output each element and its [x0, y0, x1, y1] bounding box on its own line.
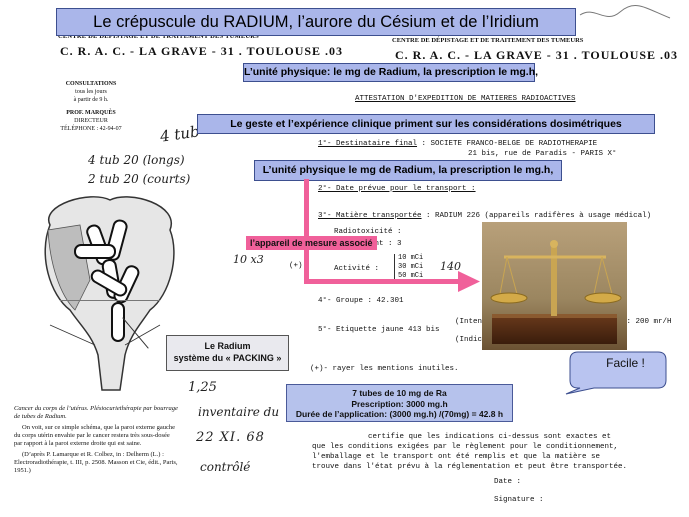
consultations-block: CONSULTATIONS tous les jours à partir de… — [60, 80, 122, 133]
caption-title: Cancer du corps de l’utérus. Plésiocurie… — [14, 405, 178, 420]
hw-date: 22 XI. 68 — [196, 430, 265, 445]
hw-2tub: 2 tub 20 (courts) — [88, 172, 191, 186]
note-packing-line-1: Le Radium — [204, 341, 251, 351]
consult-title: CONSULTATIONS — [65, 81, 117, 87]
balance-scale-photo — [482, 222, 627, 350]
banner-unite-physique-2: L’unité physique le mg de Radium, la pre… — [254, 160, 562, 181]
date-transport: 2°- Date prévue pour le transport : — [318, 185, 476, 193]
note-dose-calculation: 7 tubes de 10 mg de Ra Prescription: 300… — [286, 384, 513, 422]
consult-line-2: à partir de 9 h. — [73, 97, 109, 103]
rayer-mentions: (+)- rayer les mentions inutiles. — [310, 365, 459, 373]
hw-10x3: 10 x3 — [233, 253, 264, 266]
matiere-label: 3°- Matière transportée — [318, 212, 422, 220]
radium-tube — [74, 244, 116, 259]
callout-bubble-shape — [565, 351, 667, 395]
groupe: 4°- Groupe : 42.301 — [318, 297, 404, 305]
plus-mark: (+) — [289, 262, 303, 270]
pink-arrow-horizontal — [304, 279, 462, 284]
label-appareil-mesure: l’appareil de mesure associé — [246, 236, 377, 250]
scale-pan-right — [584, 292, 622, 304]
left-doc-header: CENTRE DE DÉPISTAGE ET DE TRAITEMENT DES… — [58, 33, 259, 40]
scale-pan-left — [490, 292, 528, 304]
activite-label: Activité : — [334, 265, 380, 273]
etiquette: 5°- Etiquette jaune 413 bis — [318, 326, 440, 334]
matiere-row: 3°- Matière transportée : RADIUM 226 (ap… — [318, 212, 651, 220]
scan-divider — [60, 300, 160, 301]
caption-body: On voit, sur ce simple schéma, que la pa… — [14, 424, 176, 447]
hw-controle: contrôlé — [200, 460, 251, 474]
intensite: (Inten — [455, 318, 483, 326]
note-dose-line-2: Prescription: 3000 mg.h — [351, 398, 448, 409]
act-50: 50 mCi — [398, 272, 424, 280]
hw-4tub: 4 tub 20 (longs) — [88, 153, 185, 167]
indice: (Indic — [455, 336, 483, 344]
banner-geste-clinique: Le geste et l’expérience clinique primen… — [197, 114, 655, 134]
diagram-caption: Cancer du corps de l’utérus. Plésiocurie… — [14, 405, 179, 475]
note-packing: Le Radium système du « PACKING » — [166, 335, 289, 371]
scale-base — [492, 314, 617, 344]
certifie-1: certifie que les indications ci-dessus s… — [368, 433, 612, 441]
act-10: 10 mCi — [398, 254, 424, 262]
destinataire-row: 1°- Destinataire final : SOCIETE FRANCO-… — [318, 140, 597, 148]
radiotoxicite: Radiotoxicité : — [334, 228, 402, 236]
activite-values: 10 mCi 30 mCi 50 mCi — [394, 254, 423, 281]
radium-tube — [111, 302, 125, 342]
radium-tubes — [74, 219, 140, 342]
right-doc-crac: C. R. A. C. - LA GRAVE - 31 . TOULOUSE .… — [395, 48, 679, 62]
top-right-scribble — [579, 5, 671, 19]
dest-label: 1°- Destinataire final — [318, 140, 418, 148]
radium-tube — [90, 269, 128, 297]
prof-name: PROF. MARQUÈS — [66, 110, 116, 116]
hw-inventaire: inventaire du — [198, 405, 280, 419]
pink-arrow-vertical — [304, 179, 309, 283]
certifie-2: que les conditions exigées par le règlem… — [312, 443, 619, 451]
note-dose-line-1: 7 tubes de 10 mg de Ra — [352, 388, 447, 398]
signature-field: Signature : — [494, 496, 544, 504]
title-banner: Le crépuscule du RADIUM, l’aurore du Cés… — [56, 8, 576, 36]
left-doc-crac: C. R. A. C. - LA GRAVE - 31 . TOULOUSE .… — [60, 44, 344, 58]
attestation-title: ATTESTATION D'EXPEDITION DE MATIERES RAD… — [355, 95, 576, 103]
hw-140: 140 — [440, 260, 461, 273]
right-doc-header: CENTRE DE DÉPISTAGE ET DE TRAITEMENT DES… — [392, 37, 584, 44]
date-field: Date : — [494, 478, 522, 486]
certifie-4: trouve dans l'état prévu à la réglementa… — [312, 463, 628, 471]
consult-line-1: tous les jours — [75, 89, 107, 95]
telephone: TÉLÉPHONE : 42-94-07 — [60, 126, 122, 132]
hw-tubes: 4 tub — [158, 122, 201, 146]
scale-pillar — [551, 242, 557, 316]
banner-unite-physique-1: L’unité physique: le mg de Radium, la pr… — [243, 63, 538, 82]
callout-facile: Facile ! — [606, 356, 645, 370]
matiere-value: : RADIUM 226 (appareils radifères à usag… — [426, 212, 652, 220]
pink-arrow-head — [458, 271, 480, 292]
note-packing-line-2: système du « PACKING » — [173, 353, 282, 363]
dose-rate: t: 200 mr/H — [622, 318, 672, 326]
note-dose-line-3: Durée de l’application: (3000 mg.h) /(70… — [295, 409, 504, 419]
dest-value: : SOCIETE FRANCO-BELGE DE RADIOTHERAPIE — [421, 140, 598, 148]
caption-citation: (D’après P. Lamarque et R. Colbez, in : … — [14, 451, 178, 474]
certifie-3: l'emballage et le transport ont été remp… — [312, 453, 601, 461]
certification-text: certifie que les indications ci-dessus s… — [312, 432, 627, 472]
directeur: DIRECTEUR — [74, 118, 108, 124]
hw-125: 1,25 — [188, 380, 217, 395]
uterus-packing-diagram — [44, 196, 175, 391]
act-30: 30 mCi — [398, 263, 424, 271]
dest-address: 21 bis, rue de Paradis - PARIS X° — [468, 150, 617, 158]
